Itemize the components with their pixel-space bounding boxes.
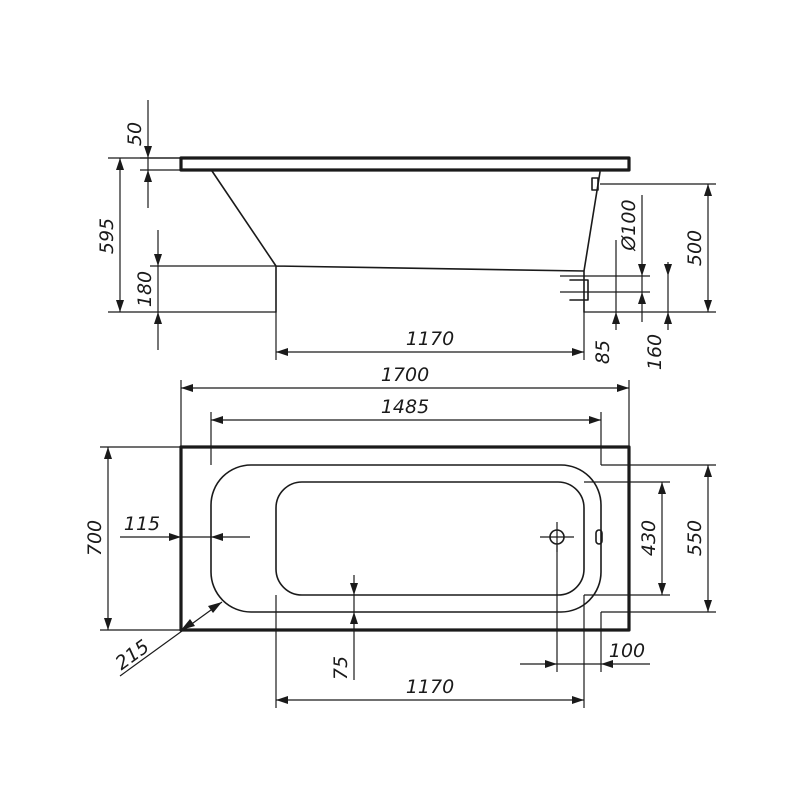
dim-total-width: 700 <box>84 446 181 631</box>
dim-leg-height: 180 <box>134 230 276 350</box>
dim-drain-diameter-label: Ø100 <box>618 199 640 251</box>
dim-drain-offset-top-label: 100 <box>609 640 645 662</box>
dim-depth-label: 500 <box>684 230 706 266</box>
side-view: 50 595 180 Ø100 <box>96 100 716 370</box>
top-view-overflow <box>595 529 603 545</box>
dim-bottom-length-label: 1170 <box>406 676 454 698</box>
dim-inner-width: 550 <box>601 464 716 613</box>
dim-bottom-length: 1170 <box>275 595 585 708</box>
top-view: 1700 1485 700 115 <box>84 364 716 708</box>
dim-rim-side-label: 115 <box>124 513 160 535</box>
dim-bottom-offset-label: 75 <box>330 656 352 680</box>
side-view-drain-fitting <box>569 177 599 301</box>
dim-inner-length: 1485 <box>210 396 602 465</box>
dim-base-length: 1170 <box>275 312 585 360</box>
dim-total-height-label: 595 <box>96 218 118 254</box>
dim-corner: 215 <box>111 601 223 677</box>
dim-inner-width-label: 550 <box>684 520 706 556</box>
dim-rim-thickness-label: 50 <box>124 122 146 146</box>
dim-drain-offset-top: 100 <box>520 545 650 672</box>
top-view-bottom-area <box>275 481 585 596</box>
dim-corner-label: 215 <box>111 636 153 675</box>
dim-drain-offset-label: 85 <box>592 340 614 364</box>
dim-total-length: 1700 <box>180 364 630 447</box>
dim-bottom-width-label: 430 <box>638 520 660 556</box>
dim-drain-height-label: 160 <box>644 334 666 370</box>
side-view-tub-body <box>211 170 601 313</box>
dim-rim-thickness: 50 <box>124 100 181 208</box>
dim-base-length-label: 1170 <box>406 328 454 350</box>
dim-leg-height-label: 180 <box>134 271 156 307</box>
dim-bottom-width: 430 <box>584 481 670 596</box>
dim-inner-length-label: 1485 <box>381 396 429 418</box>
dim-bottom-offset: 75 <box>330 575 358 680</box>
dim-drain-diameter: Ø100 <box>560 195 650 322</box>
dim-total-height: 595 <box>96 157 276 313</box>
dim-drain-offset: 85 <box>592 240 620 364</box>
dim-drain-height: 160 <box>644 262 672 370</box>
dim-total-width-label: 700 <box>84 520 106 556</box>
dim-rim-side: 115 <box>120 513 250 541</box>
dim-total-length-label: 1700 <box>381 364 429 386</box>
top-view-outer-rim <box>179 445 631 632</box>
dim-depth: 500 <box>584 183 716 313</box>
top-view-inner-basin <box>210 464 602 613</box>
side-view-rim <box>179 156 631 172</box>
